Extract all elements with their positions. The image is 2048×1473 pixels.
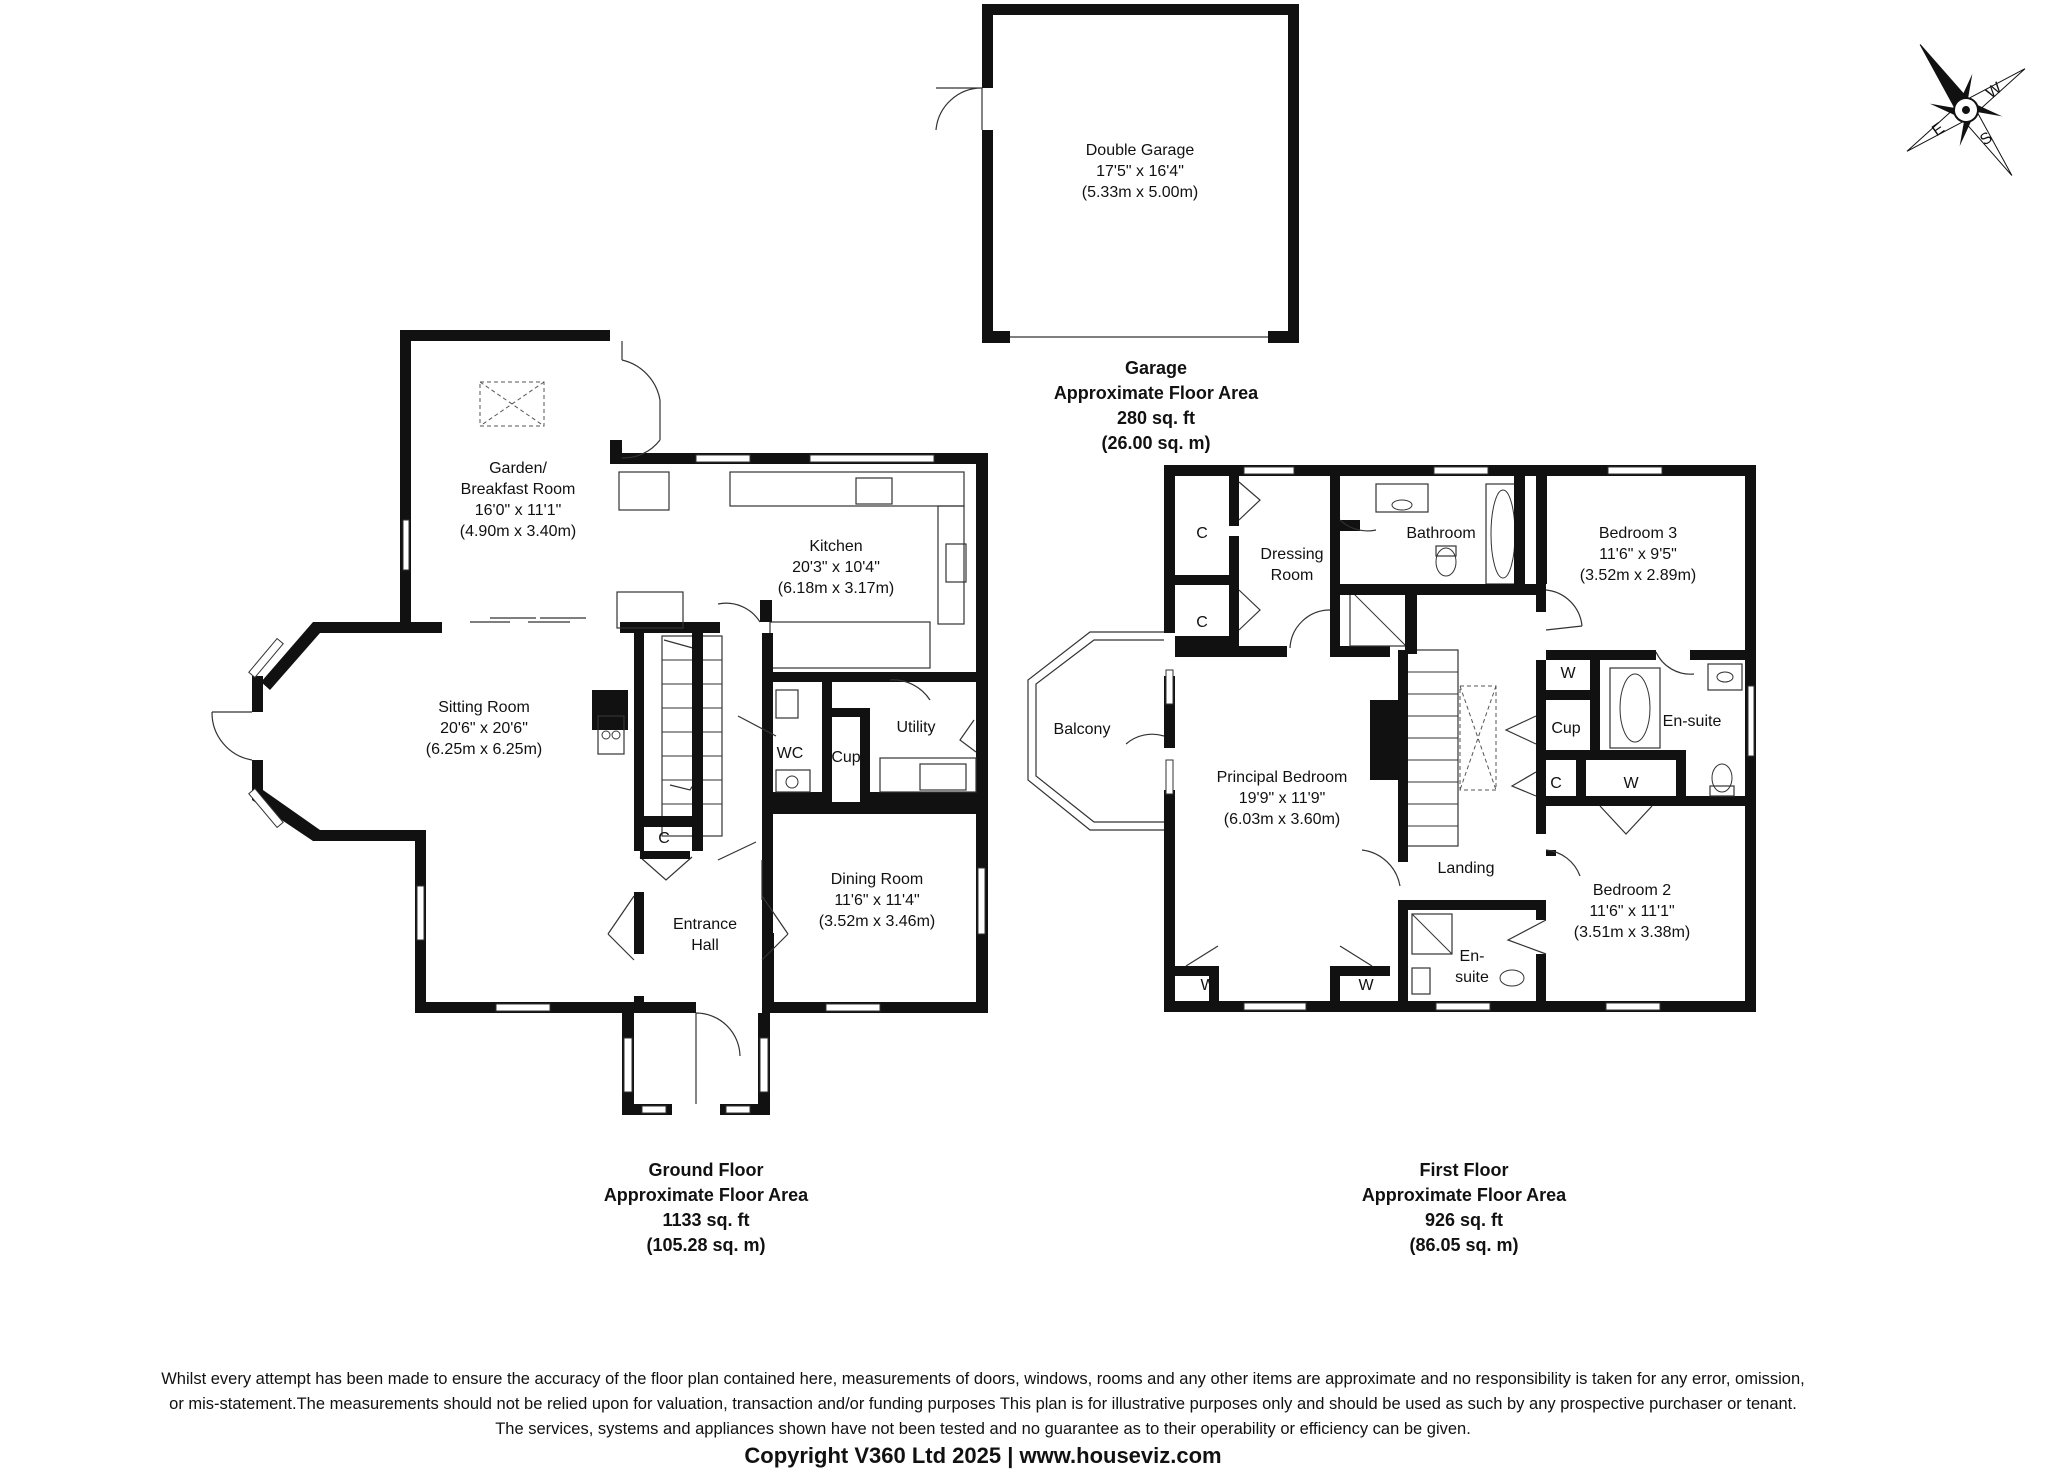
bedroom2-imperial: 11'6" x 11'1": [1589, 903, 1674, 920]
first-cup-name: Cup: [1551, 720, 1580, 737]
first-floor-plan: [1027, 465, 1756, 1012]
ensuite2-name-2: suite: [1455, 969, 1489, 986]
dressing-cupboard-c-2: C: [1196, 614, 1208, 631]
disclaimer-line-1: Whilst every attempt has been made to en…: [161, 1370, 1805, 1388]
ground-floor-summary-title: Ground Floor: [649, 1160, 764, 1180]
wardrobe-w-bedroom2: W: [1623, 775, 1639, 792]
wardrobe-w-bedroom3: W: [1560, 665, 1576, 682]
disclaimer-line-3: The services, systems and appliances sho…: [495, 1420, 1471, 1438]
garage-summary-title: Garage: [1125, 358, 1187, 378]
entrance-hall-name-1: Entrance: [673, 916, 737, 933]
wardrobe-w-principal-1: W: [1200, 977, 1216, 994]
dining-room-name: Dining Room: [831, 871, 923, 888]
sitting-room-imperial: 20'6" x 20'6": [440, 720, 528, 737]
entrance-hall-name-2: Hall: [691, 937, 719, 954]
garage-summary-sqm: (26.00 sq. m): [1101, 433, 1210, 453]
garage-plan: [935, 4, 1299, 343]
bedroom3-metric: (3.52m x 2.89m): [1580, 567, 1696, 584]
principal-bedroom-metric: (6.03m x 3.60m): [1224, 811, 1340, 828]
first-floor-summary-sqm: (86.05 sq. m): [1409, 1235, 1518, 1255]
sitting-room-name: Sitting Room: [438, 699, 530, 716]
dressing-cupboard-c-1: C: [1196, 525, 1208, 542]
ground-floor-summary-area-label: Approximate Floor Area: [604, 1185, 809, 1205]
ground-cupboard-c: C: [658, 830, 670, 847]
ground-cup-name: Cup: [831, 749, 860, 766]
disclaimer: Whilst every attempt has been made to en…: [0, 1367, 1966, 1442]
ensuite-main-name: En-suite: [1663, 713, 1722, 730]
bedroom2-metric: (3.51m x 3.38m): [1574, 924, 1690, 941]
garden-room-name-2: Breakfast Room: [461, 481, 576, 498]
garage-room-imperial: 17'5" x 16'4": [1096, 163, 1184, 180]
principal-bedroom-name: Principal Bedroom: [1217, 769, 1348, 786]
dressing-room-name-1: Dressing: [1260, 546, 1323, 563]
garage-summary-sqft: 280 sq. ft: [1117, 408, 1195, 428]
copyright: Copyright V360 Ltd 2025 | www.houseviz.c…: [744, 1443, 1222, 1468]
bedroom3-name: Bedroom 3: [1599, 525, 1677, 542]
garage-room-name: Double Garage: [1086, 142, 1195, 159]
ground-floor-summary-sqm: (105.28 sq. m): [646, 1235, 765, 1255]
bathroom-name: Bathroom: [1406, 525, 1475, 542]
landing-name: Landing: [1438, 860, 1495, 877]
wardrobe-w-principal-2: W: [1358, 977, 1374, 994]
principal-bedroom-imperial: 19'9" x 11'9": [1239, 790, 1326, 807]
garden-room-metric: (4.90m x 3.40m): [460, 523, 576, 540]
compass-rose-icon: N S E W: [1906, 44, 2026, 176]
garden-room-imperial: 16'0" x 11'1": [475, 502, 562, 519]
utility-room-name: Utility: [896, 719, 935, 736]
kitchen-imperial: 20'3" x 10'4": [792, 559, 880, 576]
ground-floor-summary-sqft: 1133 sq. ft: [662, 1210, 749, 1230]
first-floor-summary-area-label: Approximate Floor Area: [1362, 1185, 1567, 1205]
ground-floor-plan: [211, 330, 988, 1115]
garden-room-name-1: Garden/: [489, 460, 547, 477]
bedroom2-name: Bedroom 2: [1593, 882, 1671, 899]
dressing-room-name-2: Room: [1271, 567, 1314, 584]
dining-room-metric: (3.52m x 3.46m): [819, 913, 935, 930]
sitting-room-metric: (6.25m x 6.25m): [426, 741, 542, 758]
garage-summary-area-label: Approximate Floor Area: [1054, 383, 1259, 403]
wc-name: WC: [777, 745, 804, 762]
garage-room-metric: (5.33m x 5.00m): [1082, 184, 1198, 201]
balcony-name: Balcony: [1054, 721, 1111, 738]
first-floor-summary-title: First Floor: [1420, 1160, 1509, 1180]
kitchen-metric: (6.18m x 3.17m): [778, 580, 894, 597]
kitchen-name: Kitchen: [809, 538, 862, 555]
dining-room-imperial: 11'6" x 11'4": [834, 892, 919, 909]
first-floor-summary-sqft: 926 sq. ft: [1425, 1210, 1503, 1230]
ensuite2-name-1: En-: [1460, 948, 1485, 965]
disclaimer-line-2: or mis-statement.The measurements should…: [169, 1395, 1797, 1413]
landing-cupboard-c: C: [1550, 775, 1562, 792]
bedroom3-imperial: 11'6" x 9'5": [1599, 546, 1677, 563]
